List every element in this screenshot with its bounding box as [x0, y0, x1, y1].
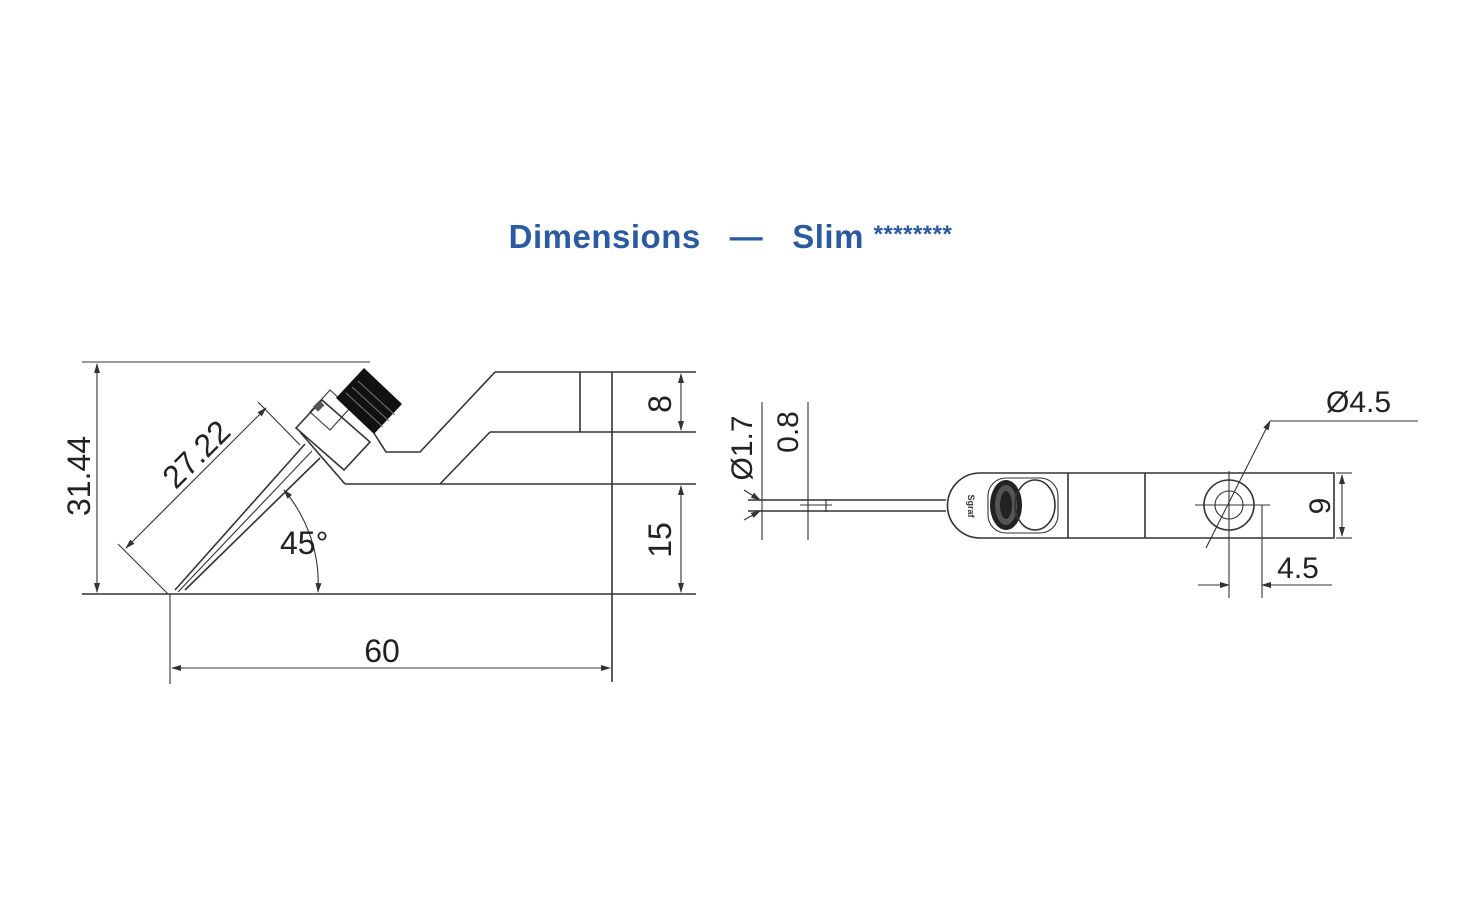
drawing-title: Dimensions — Slim ******** [0, 218, 1461, 256]
dim-overall-height-label: 31.44 [61, 436, 97, 516]
top-view: Sgraf Ø1.7 0.8 Ø4.5 [726, 386, 1418, 598]
dim-overall-width-label: 60 [364, 633, 400, 669]
title-dimensions: Dimensions [508, 218, 701, 255]
holder-body-outline [82, 371, 696, 682]
dim-angle-label: 45° [280, 525, 328, 561]
dim-top-thickness-label: 8 [642, 395, 678, 413]
dim-lower-height: 15 [642, 485, 684, 593]
dim-top-thickness: 8 [642, 373, 684, 431]
cable [748, 499, 946, 512]
dim-lower-height-label: 15 [642, 522, 678, 558]
dim-probe-length-label: 27.22 [155, 413, 237, 495]
dim-cable-diameter-label: Ø1.7 [726, 415, 759, 480]
dim-probe-length: 27.22 [117, 401, 301, 595]
title-stars: ******** [873, 221, 953, 248]
dim-wall: 0.8 [772, 402, 809, 540]
dim-body-width: 9 [1304, 472, 1352, 539]
dim-overall-width: 60 [169, 594, 611, 684]
dim-overall-height: 31.44 [61, 361, 370, 593]
dim-wall-label: 0.8 [772, 411, 805, 453]
dim-hole-offset: 4.5 [1198, 505, 1332, 598]
knurled-knob [990, 479, 1056, 531]
probe-body-top: Sgraf [946, 472, 1335, 539]
dim-cable-diameter: Ø1.7 [726, 402, 763, 540]
title-dash: — [729, 218, 764, 255]
dim-hole-diameter: Ø4.5 [1205, 386, 1418, 549]
dim-hole-offset-label: 4.5 [1277, 552, 1319, 585]
brand-mark: Sgraf [966, 494, 976, 518]
dim-body-width-label: 9 [1304, 498, 1337, 515]
title-model: Slim [792, 218, 864, 255]
mounting-hole [1195, 471, 1270, 540]
side-view: 31.44 27.22 45° 60 8 15 [61, 361, 696, 684]
connector-knurl [336, 368, 402, 434]
dim-angle: 45° [280, 489, 328, 593]
dim-hole-diameter-label: Ø4.5 [1326, 386, 1391, 419]
